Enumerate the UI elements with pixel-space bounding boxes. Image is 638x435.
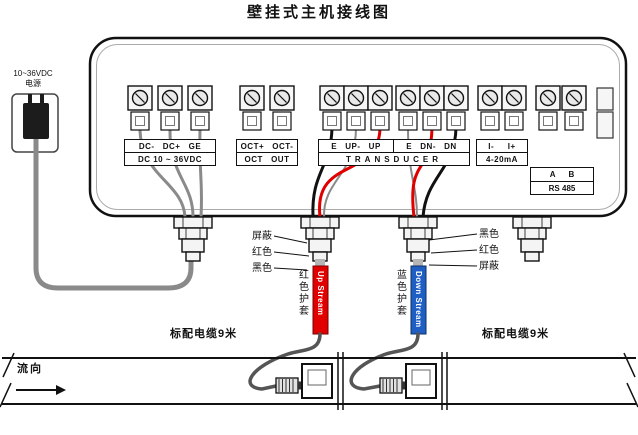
page-title: 壁挂式主机接线图 xyxy=(246,4,391,21)
upstream-stream-label: Up Stream xyxy=(316,271,325,316)
upstream-sheath-label: 红色护套 xyxy=(296,269,308,317)
downstream-gland-stub xyxy=(413,259,423,267)
downstream-cable-connector xyxy=(379,377,407,394)
right-edge-connector xyxy=(596,87,614,139)
callout-right-black: 黑色 xyxy=(479,229,499,240)
downstream-transducer xyxy=(405,351,448,411)
cable-note-right: 标配电缆9米 xyxy=(482,328,550,340)
callout-left-black: 黑色 xyxy=(252,263,272,274)
cable-note-left: 标配电缆9米 xyxy=(170,328,238,340)
terminal-rs485-b xyxy=(561,85,587,131)
label-dc-range: DC 10 ~ 36VDC xyxy=(124,152,216,166)
power-supply-label-line2: 电源 xyxy=(25,79,41,88)
callout-left-shield: 屏蔽 xyxy=(252,231,272,242)
callout-right-red: 红色 xyxy=(479,245,499,256)
terminal-dn-minus xyxy=(419,85,445,131)
label-dn-terminals: E DN- DN xyxy=(393,139,470,153)
terminal-oct-plus xyxy=(239,85,265,131)
label-rs485-ab: A B xyxy=(531,168,593,182)
terminal-dc-minus xyxy=(127,85,153,131)
upstream-transducer-cable xyxy=(248,332,322,391)
cable-gland-upstream xyxy=(300,216,340,262)
flow-direction-arrow xyxy=(16,385,66,395)
terminal-rs485-a xyxy=(535,85,561,131)
label-rs485: RS 485 xyxy=(548,184,576,193)
enclosure-inner-seam xyxy=(96,44,620,210)
wire-callout-lines-right xyxy=(428,233,478,267)
pipe-break-marks xyxy=(0,352,638,408)
terminal-dn-e xyxy=(395,85,421,131)
cable-gland-power xyxy=(173,216,213,262)
downstream-transducer-cable xyxy=(349,332,420,391)
cable-gland-downstream xyxy=(398,216,438,262)
terminal-up-e xyxy=(319,85,345,131)
flow-direction-label: 流向 xyxy=(17,363,43,375)
cable-gland-spare xyxy=(512,216,552,262)
label-oct-out: OCT OUT xyxy=(236,152,298,166)
terminal-ge xyxy=(187,85,213,131)
terminal-dn xyxy=(443,85,469,131)
terminal-up-minus xyxy=(343,85,369,131)
downstream-stream-label: Down Stream xyxy=(414,271,423,328)
upstream-cable-connector xyxy=(275,377,303,394)
power-cable xyxy=(33,131,194,291)
terminal-up xyxy=(367,85,393,131)
pipe xyxy=(2,357,636,405)
wire-callout-lines-left xyxy=(273,235,310,271)
callout-right-shield: 屏蔽 xyxy=(479,261,499,272)
terminal-oct-minus xyxy=(269,85,295,131)
rs485-label-box: A B RS 485 xyxy=(530,167,594,195)
label-transducer: TRANSDUCER xyxy=(318,152,470,166)
label-oct-terminals: OCT+ OCT- xyxy=(236,139,298,153)
upstream-gland-stub xyxy=(315,259,325,267)
label-current-range: 4-20mA xyxy=(476,152,528,166)
terminal-i-minus xyxy=(477,85,503,131)
label-dc-terminals: DC- DC+ GE xyxy=(124,139,216,153)
power-plug xyxy=(23,94,49,139)
label-up-terminals: E UP- UP xyxy=(318,139,394,153)
downstream-sheath-label: 蓝色护套 xyxy=(394,269,406,317)
label-current-terminals: I- I+ xyxy=(476,139,528,153)
upstream-transducer xyxy=(301,351,344,411)
terminal-blocks xyxy=(127,85,587,131)
callout-left-red: 红色 xyxy=(252,247,272,258)
terminal-i-plus xyxy=(501,85,527,131)
terminal-dc-plus xyxy=(157,85,183,131)
power-supply-label-line1: 10~36VDC xyxy=(13,69,53,78)
